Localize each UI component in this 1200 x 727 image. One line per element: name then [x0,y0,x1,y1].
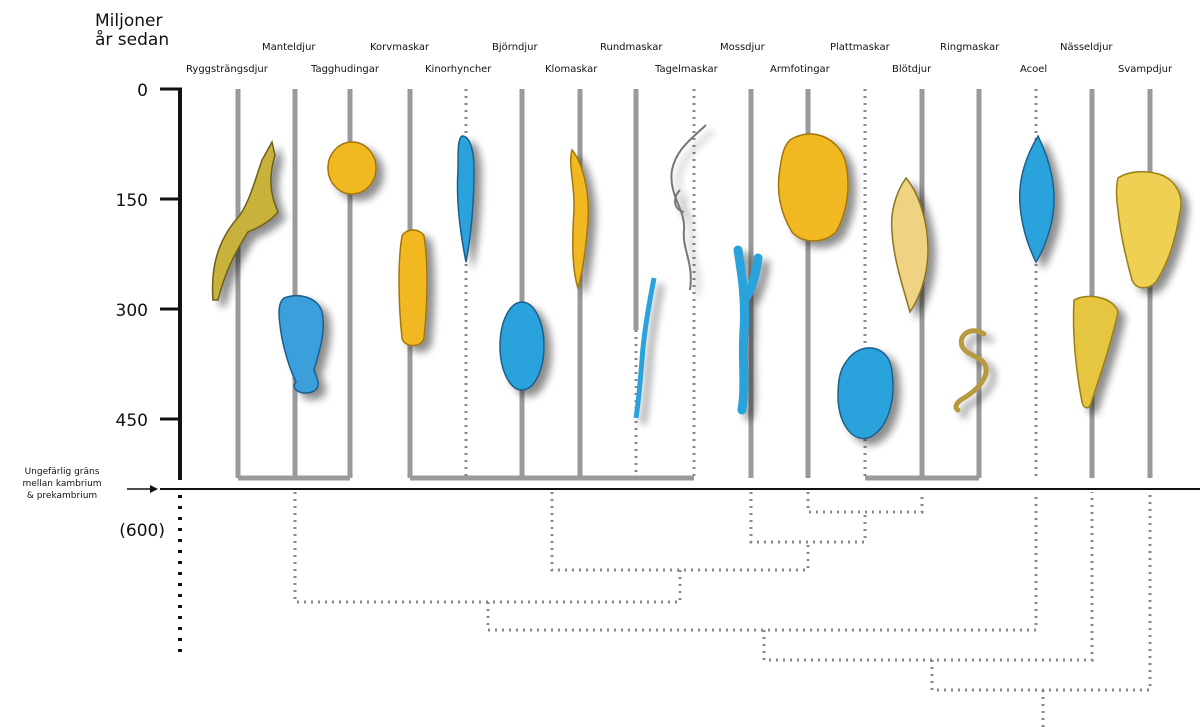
boundary-arrow-head [150,485,158,493]
taxon-label-ringmaskar: Ringmaskar [940,42,1000,53]
taxon-label-acoel: Acoel [1020,64,1047,75]
fossil-kinorhyncher [457,136,474,262]
taxon-label-korvmaskar: Korvmaskar [370,42,430,53]
taxon-label-manteldjur: Manteldjur [262,42,316,53]
taxon-label-tagelmaskar: Tagelmaskar [654,64,719,75]
taxon-labels: Ryggsträngsdjur Manteldjur Tagghudingar … [186,42,1173,75]
fossil-ringmaskar [956,331,986,410]
axis-label-600: (600) [119,521,165,541]
fossil-ryggstrangsdjur [213,142,278,300]
boundary: Ungefärlig gräns mellan kambrium & preka… [22,467,1200,501]
node-bilateria [488,492,1036,630]
taxon-label-svampdjur: Svampdjur [1118,64,1173,75]
node-ecdysozoa-lophotrochozoa [552,492,808,570]
taxon-label-tagghudingar: Tagghudingar [310,64,380,75]
fossil-rundmaskar [636,278,654,418]
time-axis: 0 150 300 450 (600) [116,81,182,655]
taxon-label-kinorhyncher: Kinorhyncher [425,64,492,75]
fossil-plattmaskar [838,348,893,439]
fossil-manteldjur [279,296,323,393]
fossil-tagelmaskar [671,125,706,290]
taxon-label-mossdjur: Mossdjur [720,42,766,53]
boundary-note-line1: Ungefärlig gräns [25,467,100,477]
fossil-acoel [1020,136,1054,262]
node-armfotingar-blotdjur [808,492,922,512]
axis-label-450: 450 [116,411,148,431]
chart-title-line2: år sedan [95,29,169,50]
fossil-klomaskar [571,150,589,288]
taxon-label-nasseldjur: Nässeldjur [1060,42,1113,53]
taxon-label-rundmaskar: Rundmaskar [600,42,663,53]
taxon-label-blotdjur: Blötdjur [892,64,932,75]
taxon-label-plattmaskar: Plattmaskar [830,42,891,53]
chart-title-line1: Miljoner [95,11,162,31]
fossil-mossdjur [738,250,758,410]
node-deuterostomes-protostomes [295,492,680,602]
fossil-bjorndjur [500,302,544,390]
taxon-label-klomaskar: Klomaskar [545,64,598,75]
boundary-note-line2: mellan kambrium [22,479,101,489]
taxon-label-bjorndjur: Björndjur [492,42,538,53]
node-metazoa [932,492,1150,690]
axis-label-300: 300 [116,301,148,321]
fossil-tagghudingar [328,142,376,194]
fossil-nasseldjur [1073,296,1118,407]
taxon-label-armfotingar: Armfotingar [770,64,831,75]
fossil-armfotingar [779,134,849,241]
fossil-svampdjur [1117,172,1182,288]
axis-label-150: 150 [116,191,148,211]
precambrian-tree [295,492,1150,727]
node-eumetazoa [764,492,1092,660]
fossil-korvmaskar [399,230,427,346]
axis-label-0: 0 [137,81,148,101]
taxon-label-ryggstrangsdjur: Ryggsträngsdjur [186,64,269,75]
boundary-note-line3: & prekambrium [27,491,97,501]
